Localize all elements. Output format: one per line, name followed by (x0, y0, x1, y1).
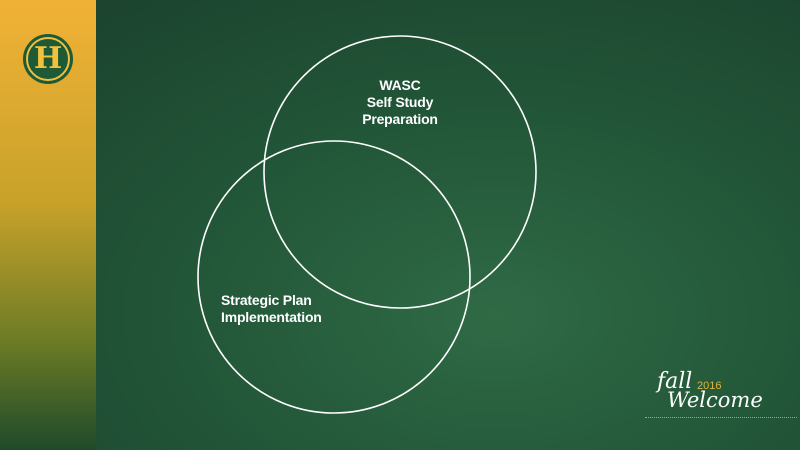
venn-label-line: WASC (379, 77, 421, 93)
venn-label-line: Implementation (221, 309, 322, 325)
brand-word-welcome: Welcome (667, 388, 763, 412)
fall-welcome-brand: fall 2016 Welcome (645, 366, 797, 422)
brand-dotted-rule (645, 417, 797, 418)
venn-circle-wasc (263, 35, 537, 309)
brand-year: 2016 (697, 380, 722, 392)
logo-ring (26, 37, 70, 81)
venn-label-line: Self Study (366, 94, 434, 110)
logo-letter: H (33, 41, 63, 76)
venn-circle-strategic-plan (197, 140, 471, 414)
venn-label-line: Preparation (362, 111, 438, 127)
venn-label-strategic-plan: Strategic Plan Implementation (221, 292, 322, 326)
brand-word-fall: fall (657, 369, 693, 394)
h-logo-icon: H (23, 34, 73, 84)
venn-label-wasc: WASC Self Study Preparation (340, 77, 460, 128)
venn-label-line: Strategic Plan (221, 292, 312, 308)
